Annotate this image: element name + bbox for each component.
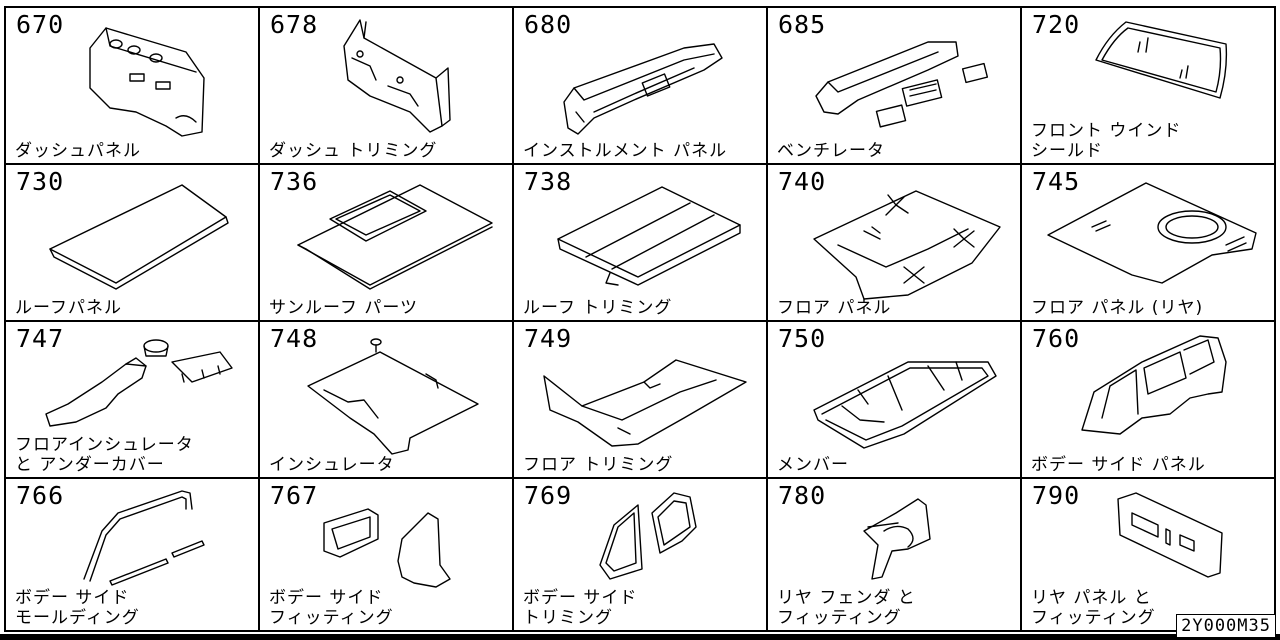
part-name: ボデー サイド モールディング: [15, 588, 140, 628]
part-number: 745: [1032, 167, 1081, 196]
part-cell-738[interactable]: 738 ルーフ トリミング: [512, 163, 766, 320]
member-frame-icon: [813, 361, 997, 449]
floor-trimming-icon: [543, 359, 747, 447]
part-number: 780: [778, 481, 827, 510]
part-cell-685[interactable]: 685 ベンチレータ: [766, 6, 1020, 163]
part-name: フロア トリミング: [523, 455, 674, 475]
part-number: 760: [1032, 324, 1081, 353]
part-name: フロント ウインド シールド: [1031, 121, 1182, 161]
part-name: ベンチレータ: [777, 141, 885, 161]
part-cell-769[interactable]: 769 ボデー サイド トリミング: [512, 477, 766, 632]
part-number: 747: [16, 324, 65, 353]
part-number: 670: [16, 10, 65, 39]
part-cell-748[interactable]: 748 インシュレータ: [258, 320, 512, 477]
part-number: 750: [778, 324, 827, 353]
side-fitting-icon: [323, 508, 451, 588]
part-name: リヤ フェンダ と フィッティング: [777, 588, 916, 628]
rear-fender-icon: [863, 498, 931, 580]
part-number: 740: [778, 167, 827, 196]
part-number: 790: [1032, 481, 1081, 510]
roof-trimming-icon: [557, 186, 741, 286]
part-name: リヤ パネル と フィッティング: [1031, 588, 1156, 628]
rear-panel-icon: [1117, 492, 1223, 578]
side-trimming-icon: [599, 492, 697, 580]
part-cell-745[interactable]: 745 フロア パネル (リヤ): [1020, 163, 1276, 320]
part-number: 749: [524, 324, 573, 353]
roof-panel-icon: [49, 184, 229, 290]
part-number: 680: [524, 10, 573, 39]
part-cell-780[interactable]: 780 リヤ フェンダ と フィッティング: [766, 477, 1020, 632]
part-number: 730: [16, 167, 65, 196]
part-cell-720[interactable]: 720 フロント ウインド シールド: [1020, 6, 1276, 163]
part-name: ダッシュパネル: [15, 141, 141, 161]
part-cell-767[interactable]: 767 ボデー サイド フィッティング: [258, 477, 512, 632]
floor-insulator-icon: [45, 339, 233, 427]
part-number: 678: [270, 10, 319, 39]
rear-floor-panel-icon: [1047, 182, 1257, 284]
part-name: ダッシュ トリミング: [269, 141, 438, 161]
part-name: ルーフ トリミング: [523, 298, 673, 318]
part-number: 767: [270, 481, 319, 510]
part-name: フロア パネル: [777, 298, 892, 318]
part-name: ルーフパネル: [15, 298, 122, 318]
part-name: インストルメント パネル: [523, 141, 728, 161]
part-number: 736: [270, 167, 319, 196]
part-name: ボデー サイド フィッティング: [269, 588, 394, 628]
sunroof-icon: [297, 184, 493, 290]
part-name: ボデー サイド トリミング: [523, 588, 638, 628]
bottom-rule: [0, 634, 1280, 640]
part-cell-740[interactable]: 740 フロア パネル: [766, 163, 1020, 320]
part-cell-730[interactable]: 730 ルーフパネル: [4, 163, 258, 320]
part-cell-747[interactable]: 747 フロアインシュレータ と アンダーカバー: [4, 320, 258, 477]
part-name: インシュレータ: [269, 455, 395, 475]
part-cell-766[interactable]: 766 ボデー サイド モールディング: [4, 477, 258, 632]
part-name: フロアインシュレータ と アンダーカバー: [15, 435, 194, 475]
side-molding-icon: [83, 490, 205, 586]
insulator-icon: [307, 338, 479, 455]
part-number: 685: [778, 10, 827, 39]
part-name: フロア パネル (リヤ): [1031, 298, 1204, 318]
part-cell-760[interactable]: 760 ボデー サイド パネル: [1020, 320, 1276, 477]
dash-trimming-icon: [343, 19, 451, 133]
part-cell-670[interactable]: 670 ダッシュパネル: [4, 6, 258, 163]
part-cell-678[interactable]: 678 ダッシュ トリミング: [258, 6, 512, 163]
windshield-icon: [1095, 21, 1228, 99]
body-side-panel-icon: [1081, 335, 1227, 435]
part-number: 769: [524, 481, 573, 510]
part-name: メンバー: [777, 455, 849, 475]
part-number: 766: [16, 481, 65, 510]
part-number: 748: [270, 324, 319, 353]
part-name: サンルーフ パーツ: [269, 298, 419, 318]
ventilator-icon: [815, 41, 989, 128]
part-number: 720: [1032, 10, 1081, 39]
instrument-panel-icon: [563, 43, 723, 135]
part-cell-749[interactable]: 749 フロア トリミング: [512, 320, 766, 477]
part-name: ボデー サイド パネル: [1031, 455, 1206, 475]
parts-catalog-grid: 670 ダッシュパネル 678 ダッシュ トリミング 680: [4, 6, 1276, 632]
part-cell-736[interactable]: 736 サンルーフ パーツ: [258, 163, 512, 320]
dash-panel-icon: [89, 27, 205, 137]
floor-panel-icon: [813, 190, 1001, 300]
part-number: 738: [524, 167, 573, 196]
part-cell-680[interactable]: 680 インストルメント パネル: [512, 6, 766, 163]
document-code: 2Y000M35: [1176, 614, 1276, 638]
part-cell-750[interactable]: 750 メンバー: [766, 320, 1020, 477]
part-cell-790[interactable]: 790 リヤ パネル と フィッティング: [1020, 477, 1276, 632]
